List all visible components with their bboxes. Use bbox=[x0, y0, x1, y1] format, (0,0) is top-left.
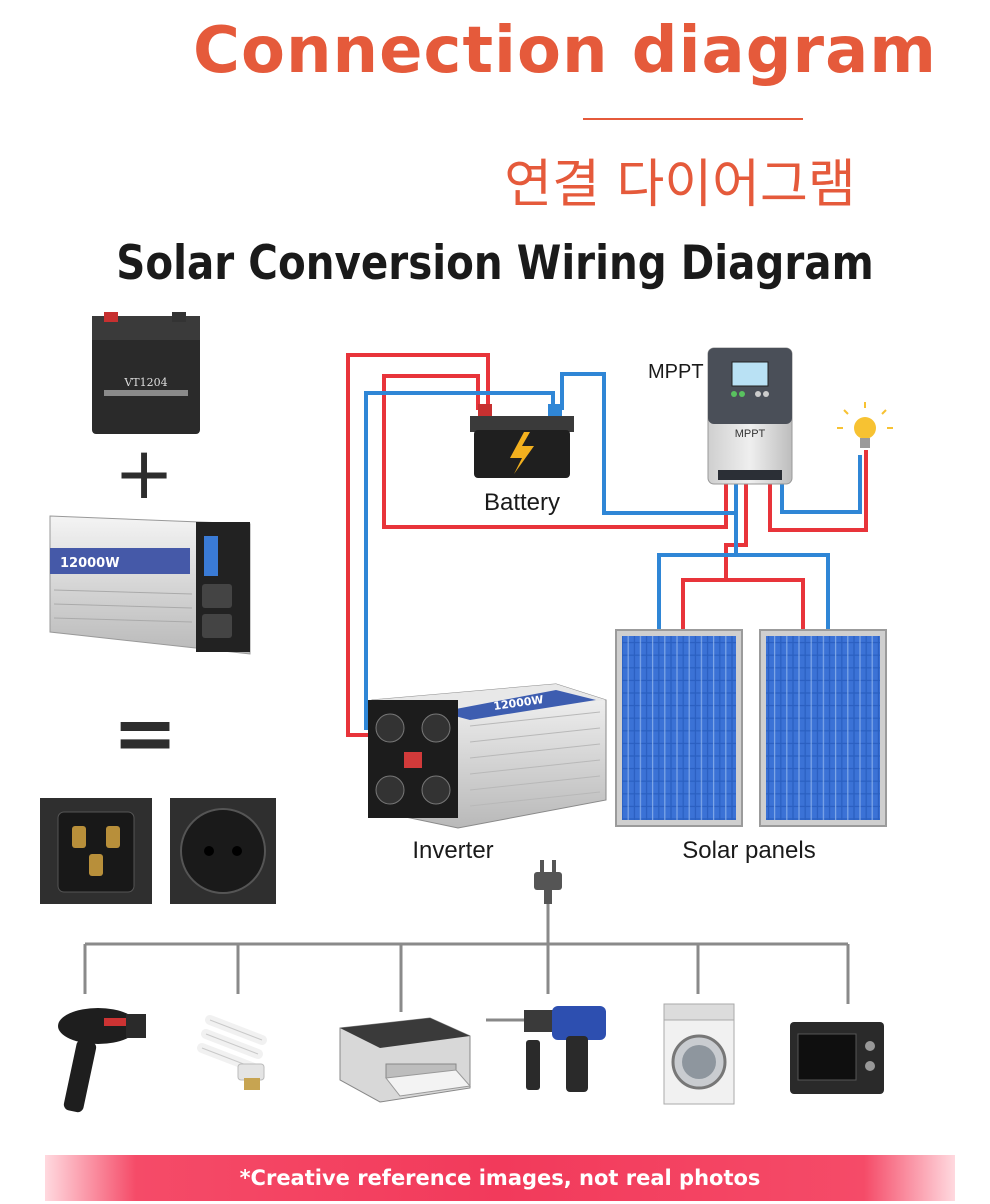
cfl-bulb-icon bbox=[197, 1015, 267, 1090]
disclaimer-banner: *Creative reference images, not real pho… bbox=[45, 1155, 955, 1201]
power-drill-icon bbox=[486, 1006, 606, 1092]
mppt-tag: MPPT bbox=[648, 361, 704, 383]
equals-sign: = bbox=[112, 689, 177, 779]
diagram-title: Solar Conversion Wiring Diagram bbox=[116, 236, 874, 291]
wire-red-pv-2 bbox=[726, 578, 805, 632]
wire-blue-pv-2 bbox=[736, 553, 830, 632]
washing-machine-icon bbox=[663, 1003, 735, 1105]
hair-dryer-icon bbox=[58, 1008, 146, 1113]
plug-icon bbox=[534, 860, 562, 904]
mppt-controller bbox=[707, 347, 793, 485]
battery-label: Battery bbox=[484, 489, 560, 516]
title-divider bbox=[583, 118, 803, 120]
printer-icon bbox=[339, 1017, 471, 1103]
solar-panels-label: Solar panels bbox=[682, 837, 815, 864]
inverter-unit bbox=[368, 683, 607, 829]
inverter-label: Inverter bbox=[412, 837, 493, 864]
mppt-panel-text: MPPT bbox=[735, 428, 766, 440]
battery-icon bbox=[470, 404, 574, 478]
wire-blue-load bbox=[780, 455, 862, 514]
solar-panel-left bbox=[615, 629, 743, 827]
wire-red-battery-mppt bbox=[382, 374, 728, 529]
battery-model-text: VT1204 bbox=[123, 376, 167, 389]
universal-socket-photo bbox=[40, 798, 152, 904]
microwave-oven-icon bbox=[790, 1022, 884, 1094]
light-bulb-icon bbox=[837, 402, 893, 448]
plus-sign: + bbox=[114, 431, 174, 515]
inverter-power-text: 12000W bbox=[60, 556, 120, 571]
disclaimer-text: *Creative reference images, not real pho… bbox=[239, 1166, 761, 1190]
inverter-photo bbox=[49, 515, 251, 655]
page-title-korean: 연결 다이어그램 bbox=[504, 155, 856, 215]
wires bbox=[346, 353, 868, 737]
wire-red-battery-inverter bbox=[346, 353, 490, 737]
eu-socket-photo bbox=[170, 798, 276, 904]
sealed-battery-photo bbox=[92, 312, 200, 434]
solar-panel-right bbox=[759, 629, 887, 827]
wire-blue-pv bbox=[657, 482, 738, 632]
wire-red-pv bbox=[681, 482, 748, 632]
wire-red-load bbox=[768, 450, 868, 532]
page-title: Connection diagram bbox=[193, 14, 937, 88]
load-distribution-lines bbox=[83, 904, 850, 1012]
